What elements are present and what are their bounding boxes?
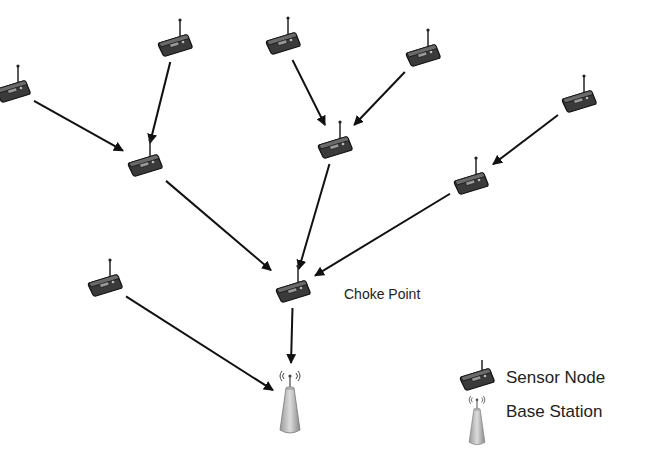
sensor-node	[126, 146, 164, 180]
sensor-node	[560, 82, 598, 116]
sensor-icon	[458, 360, 496, 394]
sensor-icon	[404, 36, 442, 70]
arrow-connector	[293, 60, 326, 125]
base-station-icon	[466, 392, 488, 447]
arrow-connector	[150, 62, 170, 143]
arrow-connector	[126, 296, 273, 390]
legend-entry: Base Station	[466, 392, 488, 442]
sensor-icon	[86, 266, 124, 300]
sensor-node	[156, 26, 194, 60]
sensor-icon	[274, 272, 312, 306]
legend-entry: Sensor Node	[458, 360, 496, 394]
arrow-connector	[34, 101, 123, 151]
sensor-node: Choke Point	[274, 272, 312, 306]
arrow-connector	[354, 72, 405, 125]
sensor-icon	[452, 164, 490, 198]
sensor-icon	[156, 26, 194, 60]
sensor-icon	[264, 24, 302, 58]
legend-label: Sensor Node	[506, 368, 605, 388]
node-label: Choke Point	[344, 286, 420, 302]
sensor-node	[316, 128, 354, 162]
base-station	[276, 366, 304, 436]
arrow-connector	[493, 115, 558, 164]
sensor-node	[86, 266, 124, 300]
sensor-icon	[0, 72, 32, 106]
legend-label: Base Station	[506, 402, 602, 422]
sensor-node	[452, 164, 490, 198]
sensor-node	[404, 36, 442, 70]
sensor-icon	[316, 128, 354, 162]
sensor-icon	[126, 146, 164, 180]
sensor-node	[0, 72, 32, 106]
sensor-node	[264, 24, 302, 58]
arrow-connector	[299, 164, 330, 269]
sensor-icon	[560, 82, 598, 116]
arrow-connector	[315, 194, 450, 276]
base-station-icon	[276, 366, 304, 436]
arrow-connector	[166, 181, 271, 270]
arrow-connector	[291, 308, 292, 363]
